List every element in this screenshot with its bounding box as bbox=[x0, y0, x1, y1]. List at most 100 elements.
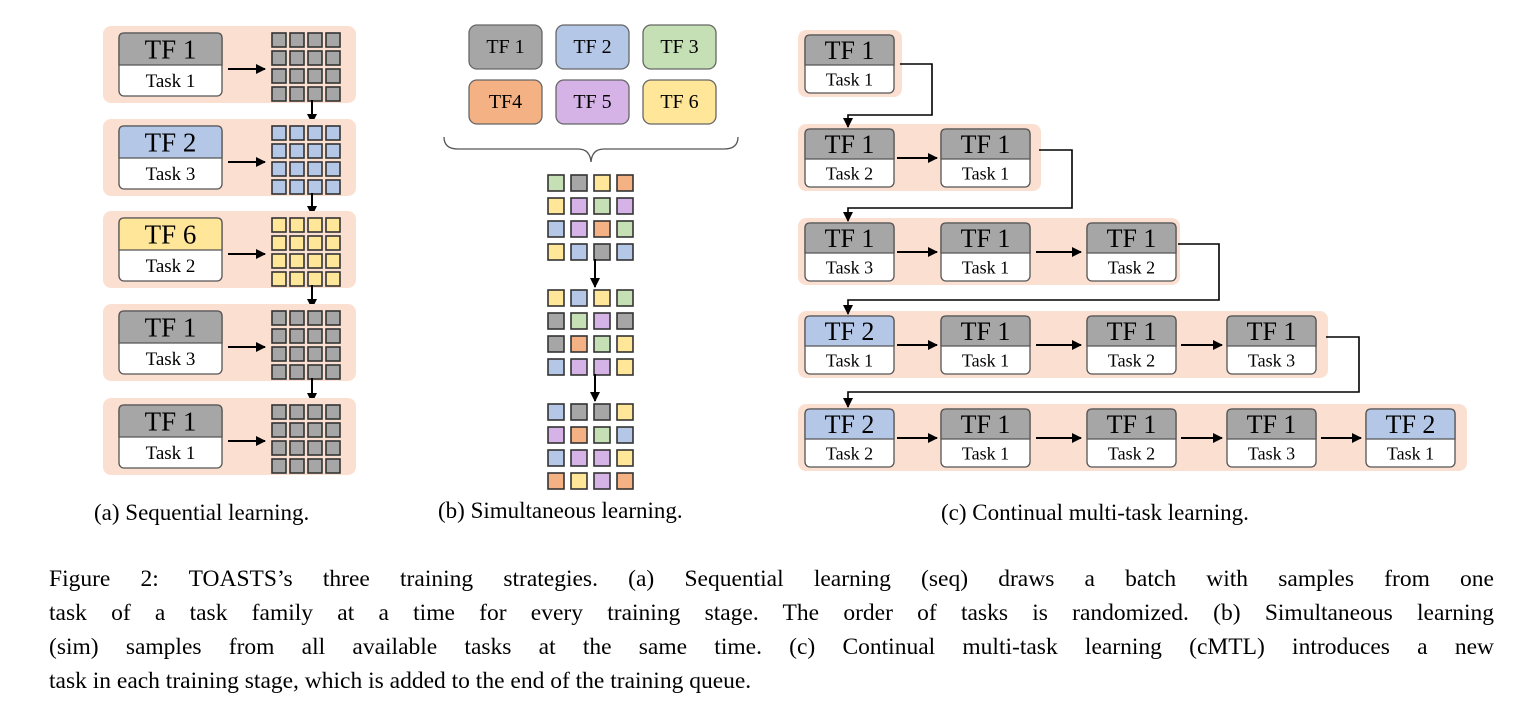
batch-sample-cell bbox=[547, 449, 565, 467]
task-label: Task 1 bbox=[962, 257, 1009, 277]
task-family-chip-label: TF 1 bbox=[486, 36, 524, 58]
task-family-label: TF 2 bbox=[1386, 410, 1436, 439]
batch-sample-cell bbox=[289, 179, 305, 195]
task-family-label: TF 2 bbox=[825, 410, 875, 439]
batch-sample-cell bbox=[325, 68, 341, 84]
task-family-header bbox=[118, 32, 223, 66]
task-family-chip: TF 6 bbox=[642, 79, 717, 125]
batch-sample-cell bbox=[289, 32, 305, 48]
batch-sample-cell bbox=[593, 197, 611, 215]
batch-sample-cell bbox=[570, 312, 588, 330]
batch-sample-cell bbox=[271, 310, 287, 326]
task-label: Task 2 bbox=[826, 163, 873, 183]
batch-sample-cell bbox=[616, 335, 634, 353]
task-family-label: TF 1 bbox=[961, 317, 1011, 346]
batch-sample-cell bbox=[271, 328, 287, 344]
task-family-label: TF 1 bbox=[1247, 410, 1297, 439]
next-stage-connector bbox=[843, 243, 1220, 315]
task-label: Task 3 bbox=[146, 349, 196, 370]
batch-grid bbox=[271, 217, 341, 287]
task-family-header bbox=[804, 315, 895, 347]
mixed-batch-grid bbox=[547, 403, 634, 490]
task-family-label: TF 2 bbox=[145, 127, 197, 157]
next-stage-connector bbox=[843, 63, 933, 128]
batch-sample-cell bbox=[289, 364, 305, 380]
batch-sample-cell bbox=[547, 220, 565, 238]
batch-sample-cell bbox=[307, 68, 323, 84]
task-family-header bbox=[1226, 408, 1317, 440]
caption-line-3: (sim) samples from all available tasks a… bbox=[49, 634, 1494, 660]
batch-sample-cell bbox=[289, 440, 305, 456]
batch-sample-cell bbox=[289, 253, 305, 269]
task-family-chip: TF 5 bbox=[555, 79, 630, 125]
batch-sample-cell bbox=[616, 174, 634, 192]
task-label: Task 1 bbox=[962, 163, 1009, 183]
batch-sample-cell bbox=[307, 253, 323, 269]
batch-sample-cell bbox=[325, 422, 341, 438]
batch-sample-cell bbox=[271, 143, 287, 159]
task-family-chip-label: TF 2 bbox=[573, 36, 611, 58]
task-family-header bbox=[1086, 222, 1177, 254]
batch-sample-cell bbox=[307, 86, 323, 102]
sequential-stage: TF 1 Task 1 bbox=[103, 26, 356, 103]
batch-sample-cell bbox=[593, 358, 611, 376]
task-family-header bbox=[1086, 408, 1177, 440]
batch-sample-cell bbox=[325, 50, 341, 66]
batch-sample-cell bbox=[271, 364, 287, 380]
batch-sample-cell bbox=[289, 143, 305, 159]
batch-sample-cell bbox=[307, 217, 323, 233]
batch-sample-cell bbox=[307, 125, 323, 141]
batch-sample-cell bbox=[570, 426, 588, 444]
batch-sample-cell bbox=[271, 458, 287, 474]
batch-sample-cell bbox=[547, 197, 565, 215]
batch-sample-cell bbox=[616, 403, 634, 421]
batch-sample-cell bbox=[271, 50, 287, 66]
batch-sample-cell bbox=[593, 312, 611, 330]
batch-sample-cell bbox=[593, 335, 611, 353]
batch-sample-cell bbox=[325, 310, 341, 326]
task-family-chip-box bbox=[555, 24, 630, 70]
task-label: Task 1 bbox=[1387, 443, 1434, 463]
task-family-header bbox=[118, 404, 223, 438]
task-family-label: TF 1 bbox=[825, 224, 875, 253]
caption-continual: (c) Continual multi-task learning. bbox=[941, 500, 1249, 525]
task-family-label: TF 1 bbox=[145, 34, 197, 64]
task-label: Task 3 bbox=[1248, 350, 1295, 370]
batch-sample-cell bbox=[547, 243, 565, 261]
task-label: Task 1 bbox=[146, 71, 196, 92]
caption-line-4: task in each training stage, which is ad… bbox=[49, 668, 752, 694]
next-stage-connector bbox=[843, 336, 1360, 408]
batch-sample-cell bbox=[325, 161, 341, 177]
batch-sample-cell bbox=[271, 86, 287, 102]
task-family-header bbox=[804, 34, 895, 66]
batch-sample-cell bbox=[289, 404, 305, 420]
batch-sample-cell bbox=[325, 253, 341, 269]
batch-grid bbox=[271, 404, 341, 474]
task-family-box: TF 1 Task 1 bbox=[118, 32, 223, 97]
figure-caption: Figure 2: TOASTS’s three training strate… bbox=[49, 562, 1494, 698]
batch-sample-cell bbox=[593, 403, 611, 421]
task-family-label: TF 1 bbox=[1107, 224, 1157, 253]
batch-sample-cell bbox=[570, 335, 588, 353]
batch-sample-cell bbox=[271, 68, 287, 84]
batch-sample-cell bbox=[307, 440, 323, 456]
batch-sample-cell bbox=[616, 312, 634, 330]
task-family-chip-box bbox=[468, 79, 543, 125]
batch-sample-cell bbox=[271, 422, 287, 438]
batch-sample-cell bbox=[307, 328, 323, 344]
task-family-header bbox=[1226, 315, 1317, 347]
batch-sample-cell bbox=[547, 472, 565, 490]
